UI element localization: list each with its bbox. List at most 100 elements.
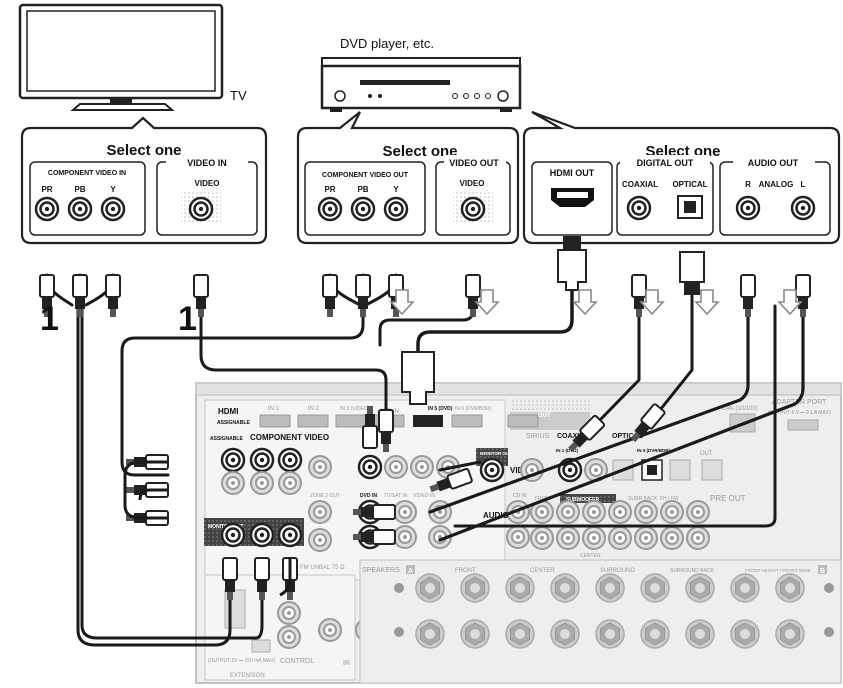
spk-7 (685, 573, 715, 603)
spk-10 (415, 619, 445, 649)
receiver-video-in (410, 455, 434, 479)
preout-6 (660, 500, 684, 524)
tv-jack-pr (34, 196, 60, 222)
spk-8 (730, 573, 760, 603)
player-jack-y-label: Y (393, 185, 399, 194)
receiver-comp-dvd-y (220, 447, 246, 473)
player-jack-y (383, 196, 409, 222)
player-jack-pr-label: PR (324, 185, 335, 194)
optical-port-icon (677, 195, 703, 219)
receiver-coaxial-label: COAXIAL (557, 433, 589, 440)
receiver-component-assignable: ASSIGNABLE (210, 436, 243, 442)
hdmi-in2-label: IN 2 (308, 406, 320, 412)
control-out (277, 625, 301, 649)
analog-label: ANALOG (759, 180, 794, 189)
audio-r-jack (735, 195, 761, 221)
extension-spec-label: (OUTPUT 5V ⎓ 150 mA MAX) (208, 658, 276, 664)
player-jack-pb-label: PB (357, 185, 368, 194)
ir-label: IR (343, 660, 350, 667)
audio-out-label: AUDIO OUT (748, 158, 799, 168)
receiver-hdmi-label: HDMI (218, 407, 238, 416)
spk-6 (640, 573, 670, 603)
spk-13 (550, 619, 580, 649)
preout-3 (582, 500, 606, 524)
av-receiver-rear-panel: HDMI ASSIGNABLE ASSIGNABLE COMPONENT VID… (195, 382, 842, 684)
cd-in-label: CD IN (513, 493, 527, 499)
receiver-video-tvsat (384, 455, 408, 479)
optical-label: OPTICAL (672, 180, 707, 189)
hdmi-in1-label: IN 1 (268, 406, 280, 412)
player-jack-pr (317, 196, 343, 222)
extension-label: EXTENSION (230, 673, 265, 679)
receiver-audio-tvsat-l (393, 500, 417, 524)
adapter-port-label: ADAPTER PORT (772, 399, 827, 406)
receiver-optical-in-label: IN 3 (DVR/BDR) (637, 448, 671, 453)
signal-direction-arrows (390, 289, 802, 315)
receiver-optical-label: OPTICAL (612, 433, 643, 440)
pre-out-subwoofer-label: SUBWOOFER (566, 497, 599, 503)
player-audio-panel: Select one HDMI OUT DIGITAL OUT COAXIAL … (522, 110, 841, 245)
tv-video-in-label: VIDEO IN (187, 158, 227, 168)
speakers-a-label: A (408, 568, 413, 575)
tv-icon (18, 3, 224, 111)
pre-out-surr-back-label: SURR BACK (628, 496, 658, 502)
receiver-comp-in2-pr (278, 471, 302, 495)
spk-17 (730, 619, 760, 649)
component-feed (123, 460, 292, 597)
spk-1 (415, 573, 445, 603)
receiver-comp-monitor-pb (249, 522, 275, 548)
receiver-video-dvd (357, 454, 383, 480)
receiver-audio-label: AUDIO (483, 511, 509, 520)
pre-out-label: PRE OUT (710, 494, 746, 503)
video-monitor-out-label: MONITOR OUT (480, 451, 512, 456)
adapter-spec-label: (OUTPUT 5 V ⎓ 0.1 A MAX) (768, 410, 831, 416)
receiver-audio-cd-r (506, 525, 530, 549)
spk-12 (505, 619, 535, 649)
spk-9 (775, 573, 805, 603)
audio-l-jack (790, 195, 816, 221)
audio-r-label: R (745, 180, 751, 189)
spk-2 (460, 573, 490, 603)
spk-3 (505, 573, 535, 603)
video-in-label: VIDEO IN (413, 493, 435, 499)
speakers-center-label: CENTER (530, 568, 555, 574)
extension-port (251, 639, 271, 653)
spk-14 (595, 619, 625, 649)
receiver-video-monitor-out (479, 457, 505, 483)
receiver-coaxial-in-label: IN 1 (DVD) (556, 448, 579, 453)
hdmi-in5-port (413, 415, 443, 427)
player-video-panel: Select one COMPONENT VIDEO OUT PR PB Y V… (296, 111, 520, 245)
preout-14 (686, 526, 710, 550)
coaxial-label: COAXIAL (622, 180, 658, 189)
tv-panel-title: Select one (106, 142, 181, 159)
tvsat-in-label: TV/SAT IN (384, 493, 408, 499)
digital-out-label: DIGITAL OUT (637, 158, 694, 168)
ir-in (318, 618, 342, 642)
step-marker-1b: 1 (178, 300, 197, 338)
player-video-out-label: VIDEO OUT (449, 158, 499, 168)
receiver-comp-in2-y (221, 471, 245, 495)
tv-jack-pb (67, 196, 93, 222)
control-in (277, 601, 301, 625)
receiver-hdmi-assignable: ASSIGNABLE (217, 420, 250, 426)
hdmi-out-receiver-label: OUT (538, 413, 551, 419)
preout-11 (608, 526, 632, 550)
player-video-label: VIDEO (460, 179, 485, 188)
preout-7 (686, 500, 710, 524)
tv-input-panel: Select one COMPONENT VIDEO IN PR PB Y VI… (20, 116, 268, 245)
adapter-port (787, 419, 819, 431)
coaxial-jack (626, 195, 652, 221)
control-label: CONTROL (280, 658, 314, 665)
optical-out-label: OUT (700, 451, 713, 457)
cables (45, 273, 805, 647)
step-marker-1a: 1 (40, 300, 59, 338)
hdmi-out-label: HDMI OUT (550, 168, 595, 178)
plugs (39, 236, 811, 601)
sirius-label: SIRIUS (526, 433, 550, 440)
tv-jack-pr-label: PR (41, 185, 52, 194)
receiver-comp-dvd-pb (249, 447, 275, 473)
player-video-jack (460, 196, 486, 222)
tv-label: TV (230, 88, 247, 103)
fm-unbal-label: FM UNBAL 75 Ω (300, 565, 345, 571)
